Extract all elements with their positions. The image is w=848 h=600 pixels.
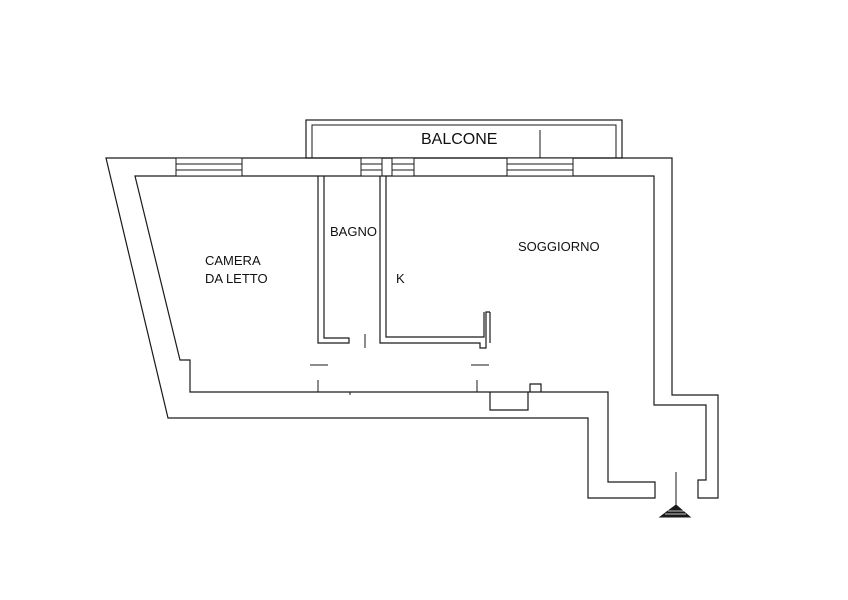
bathroom-walls xyxy=(317,176,491,349)
bathroom-left-wall xyxy=(317,176,350,344)
window-soggiorno xyxy=(506,157,574,177)
label-kitchen-mark: K xyxy=(396,271,405,286)
bathroom-right-wall xyxy=(379,176,490,349)
window-camera xyxy=(175,157,243,177)
corridor xyxy=(310,364,542,411)
label-balcone: BALCONE xyxy=(421,131,497,148)
window-bagno xyxy=(360,157,383,177)
entrance xyxy=(658,472,692,518)
balcony-inner-outline xyxy=(311,124,617,158)
label-camera-line2: DA LETTO xyxy=(205,271,268,286)
window-kitchen xyxy=(391,157,415,177)
windows xyxy=(175,157,574,177)
outer-wall-outline xyxy=(105,157,719,499)
label-soggiorno: SOGGIORNO xyxy=(518,239,600,254)
kitchen-partition-inner xyxy=(385,176,485,338)
corridor-niche xyxy=(489,392,529,411)
label-camera-line1: CAMERA xyxy=(205,253,261,268)
label-bagno: BAGNO xyxy=(330,224,377,239)
column-stub xyxy=(529,383,542,392)
